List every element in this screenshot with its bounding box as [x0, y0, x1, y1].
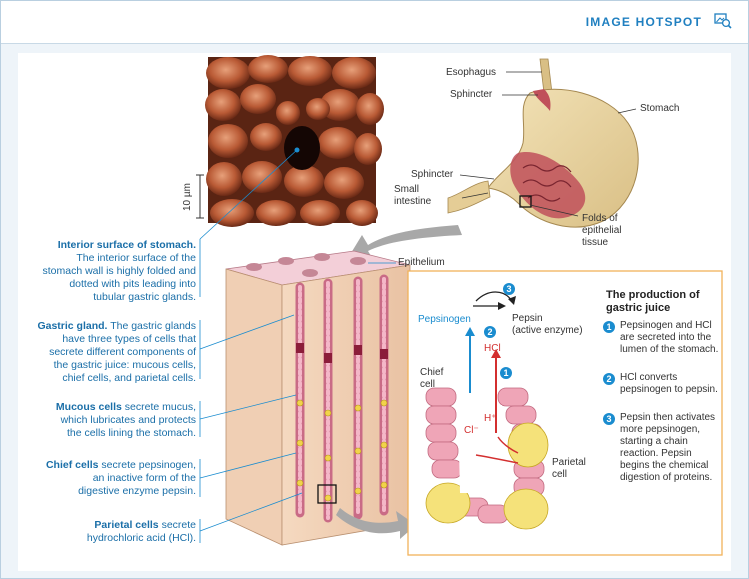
step-1-text: Pepsinogen and HCl are secreted into the…: [620, 320, 719, 355]
label-hcl: HCl: [484, 343, 501, 354]
header-title: IMAGE HOTSPOT: [585, 15, 702, 29]
step-badge-2: 2: [484, 326, 496, 338]
caption-interior-surface[interactable]: Interior surface of stomach. The interio…: [42, 239, 196, 303]
stomach-zoom-box[interactable]: [519, 195, 532, 208]
scale-bar-label: 10 µm: [182, 183, 193, 211]
zoom-arrow-1: [348, 225, 462, 261]
gastric-gland-block: [225, 250, 411, 546]
header-bar: IMAGE HOTSPOT: [1, 1, 748, 44]
label-cl-minus: Cl⁻: [464, 425, 479, 436]
label-chief-cell-1: Chief: [420, 367, 444, 378]
caption-parietal-cells[interactable]: Parietal cells secrete hydrochloric acid…: [86, 519, 196, 544]
label-parietal-cell-1: Parietal: [552, 457, 586, 468]
label-epithelium: Epithelium: [398, 257, 445, 268]
step-2-badge: 2: [603, 373, 615, 385]
label-sphincter-top: Sphincter: [450, 89, 493, 100]
step-3-badge: 3: [603, 413, 615, 425]
label-pepsin: Pepsin: [512, 313, 543, 324]
gland-zoom-box[interactable]: [317, 484, 337, 504]
label-pepsinogen: Pepsinogen: [418, 314, 471, 325]
scale-bar: [196, 174, 204, 219]
label-folds-1: Folds of: [582, 213, 618, 224]
step-3-text: Pepsin then activates more pepsinogen, s…: [620, 412, 716, 483]
label-esophagus: Esophagus: [446, 67, 497, 78]
caption-mucous-cells[interactable]: Mucous cells secrete mucus, which lubric…: [55, 401, 196, 439]
label-sphincter-bottom: Sphincter: [411, 169, 454, 180]
reaction-arrows: [465, 291, 519, 464]
label-pepsin-sub: (active enzyme): [512, 325, 583, 336]
step-2-text: HCl converts pepsinogen to pepsin.: [620, 372, 718, 395]
label-h-plus: H⁺: [484, 413, 497, 424]
caption-chief-cells[interactable]: Chief cells secrete pepsinogen, an inact…: [45, 459, 196, 497]
label-parietal-cell-2: cell: [552, 469, 568, 480]
label-chief-cell-2: cell: [420, 379, 436, 390]
label-small-intestine-1: Small: [394, 184, 420, 195]
cell-cluster: [425, 387, 549, 530]
step-1-badge: 1: [603, 321, 615, 333]
label-small-intestine-2: intestine: [394, 196, 432, 207]
label-folds-2: epithelial: [582, 225, 622, 236]
caption-gastric-gland[interactable]: Gastric gland. The gastric glands have t…: [37, 320, 196, 384]
label-stomach: Stomach: [640, 103, 680, 114]
zoom-image-icon[interactable]: [714, 12, 732, 30]
label-folds-3: tissue: [582, 237, 609, 248]
diagram-svg: 10 µm: [182, 55, 723, 556]
step-badge-1: 1: [500, 367, 512, 379]
step-badge-3: 3: [503, 283, 515, 295]
panel-title-1: The production of: [606, 289, 700, 301]
panel-title-2: gastric juice: [606, 302, 671, 314]
micrograph-image: [205, 55, 384, 227]
zoom-arrow-2: [336, 508, 416, 539]
stomach-illustration: [447, 58, 639, 228]
figure-area: 10 µm: [18, 53, 731, 571]
